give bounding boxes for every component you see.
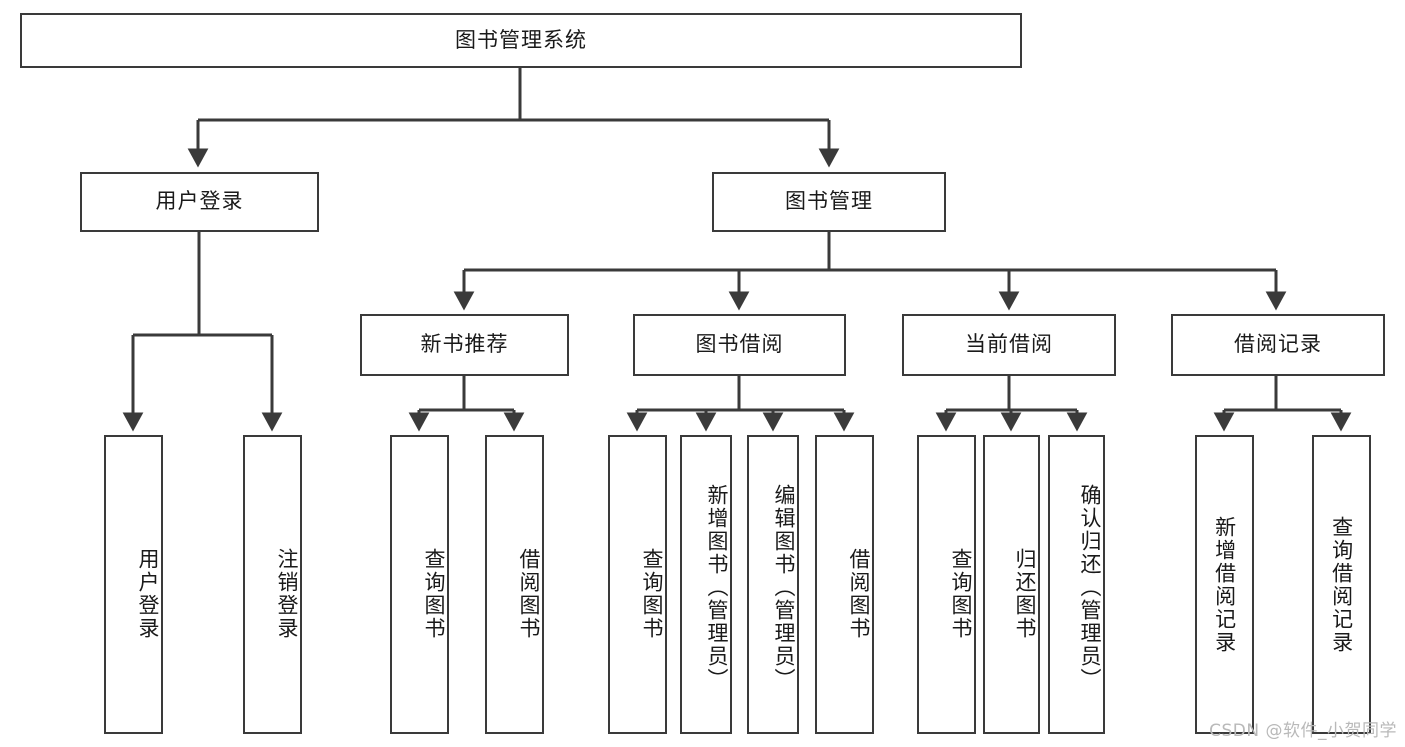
node-label: 图书管理系统 — [455, 27, 587, 52]
node-user-login[interactable]: 用户登录 — [80, 172, 319, 232]
node-label: 注销登录 — [275, 547, 299, 640]
node-borrow-record[interactable]: 借阅记录 — [1171, 314, 1385, 376]
leaf-current-borrow-0[interactable]: 查询图书 — [917, 435, 976, 734]
node-label: 用户登录 — [136, 547, 160, 640]
node-root-system[interactable]: 图书管理系统 — [20, 13, 1022, 68]
csdn-watermark: CSDN @软件_小贺同学 — [1209, 721, 1397, 741]
node-label: 用户登录 — [155, 189, 244, 214]
node-label: 编辑图书（管理员） — [772, 484, 796, 691]
node-label: 查询图书 — [640, 547, 664, 640]
node-label: 借阅图书 — [847, 547, 871, 640]
node-label: 新增借阅记录 — [1212, 515, 1237, 654]
leaf-new-book-0[interactable]: 查询图书 — [390, 435, 449, 734]
node-label: 确认归还（管理员） — [1078, 484, 1102, 691]
node-label: 查询借阅记录 — [1329, 515, 1354, 654]
node-label: 查询图书 — [422, 547, 446, 640]
node-current-borrow[interactable]: 当前借阅 — [902, 314, 1116, 376]
leaf-borrow-record-1[interactable]: 查询借阅记录 — [1312, 435, 1371, 734]
leaf-user-login-1[interactable]: 注销登录 — [243, 435, 302, 734]
node-label: 归还图书 — [1013, 547, 1037, 640]
node-label: 借阅图书 — [517, 547, 541, 640]
leaf-book-borrow-1[interactable]: 新增图书（管理员） — [680, 435, 732, 734]
node-label: 新书推荐 — [420, 332, 509, 357]
node-book-borrow[interactable]: 图书借阅 — [633, 314, 846, 376]
leaf-book-borrow-3[interactable]: 借阅图书 — [815, 435, 874, 734]
node-label: 借阅记录 — [1234, 332, 1322, 357]
leaf-new-book-1[interactable]: 借阅图书 — [485, 435, 544, 734]
leaf-user-login-0[interactable]: 用户登录 — [104, 435, 163, 734]
leaf-book-borrow-0[interactable]: 查询图书 — [608, 435, 667, 734]
node-label: 新增图书（管理员） — [705, 484, 729, 691]
leaf-current-borrow-2[interactable]: 确认归还（管理员） — [1048, 435, 1105, 734]
node-label: 当前借阅 — [965, 332, 1053, 357]
node-label: 查询图书 — [949, 547, 973, 640]
node-book-management[interactable]: 图书管理 — [712, 172, 946, 232]
leaf-borrow-record-0[interactable]: 新增借阅记录 — [1195, 435, 1254, 734]
leaf-current-borrow-1[interactable]: 归还图书 — [983, 435, 1040, 734]
node-label: 图书管理 — [785, 189, 873, 214]
node-label: 图书借阅 — [695, 332, 784, 357]
leaf-book-borrow-2[interactable]: 编辑图书（管理员） — [747, 435, 799, 734]
node-new-book-recommend[interactable]: 新书推荐 — [360, 314, 569, 376]
